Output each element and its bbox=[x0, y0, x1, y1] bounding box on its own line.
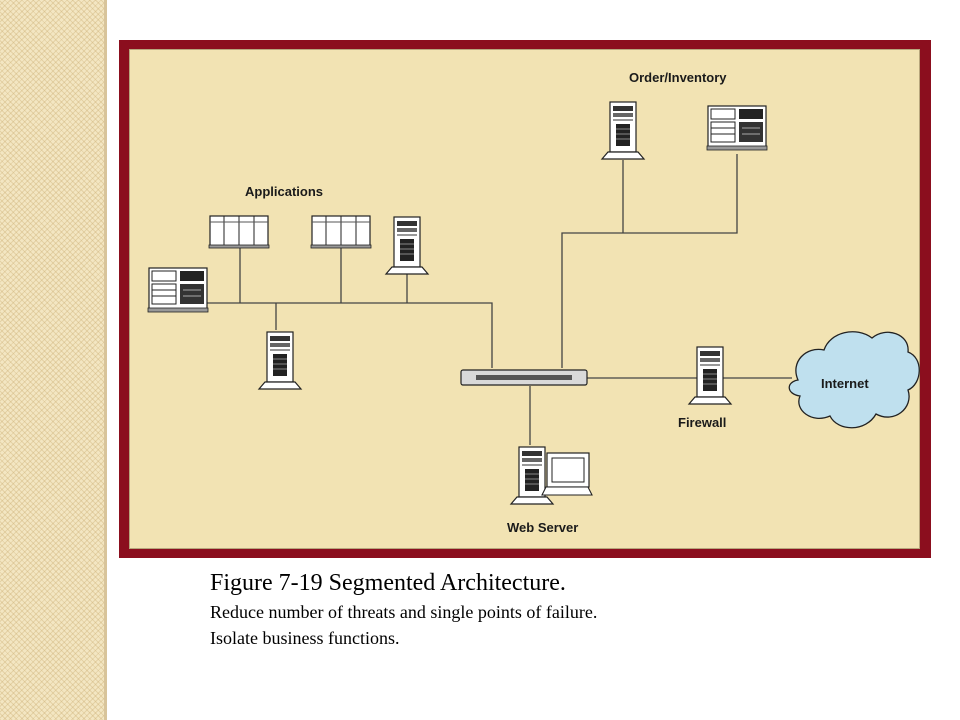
applications-bus-line bbox=[206, 302, 493, 368]
internet-cloud-icon bbox=[788, 331, 920, 429]
firewall-server-icon bbox=[688, 346, 732, 405]
applications-label: Applications bbox=[245, 184, 323, 199]
order-bus-line bbox=[561, 154, 738, 368]
monitor-icon bbox=[541, 452, 593, 496]
figure-caption: Figure 7-19 Segmented Architecture. Redu… bbox=[210, 567, 930, 651]
network-diagram: Applications Order/Inventory Firewall bbox=[129, 49, 920, 549]
caption-line-1: Reduce number of threats and single poin… bbox=[210, 602, 598, 622]
svg-text:Web Server: Web Server bbox=[507, 520, 578, 535]
application-server-icon bbox=[310, 215, 372, 249]
figure-frame: Applications Order/Inventory Firewall bbox=[119, 40, 931, 558]
order-inventory-label: Order/Inventory bbox=[629, 70, 727, 85]
rack-server-icon bbox=[706, 105, 768, 151]
svg-text:Order/Inventory: Order/Inventory bbox=[629, 70, 727, 85]
svg-text:Firewall: Firewall bbox=[678, 415, 726, 430]
caption-line-2: Isolate business functions. bbox=[210, 628, 400, 648]
firewall-label: Firewall bbox=[678, 415, 726, 430]
tower-server-icon bbox=[601, 101, 645, 160]
network-links bbox=[206, 154, 792, 445]
rack-server-icon bbox=[147, 267, 209, 313]
network-switch bbox=[460, 369, 588, 386]
decorative-side-strip bbox=[0, 0, 106, 720]
tower-server-icon bbox=[385, 216, 429, 275]
caption-title: Figure 7-19 Segmented Architecture. bbox=[210, 570, 566, 596]
application-server-icon bbox=[208, 215, 270, 249]
svg-text:Applications: Applications bbox=[245, 184, 323, 199]
tower-server-icon bbox=[258, 331, 302, 390]
web-server-label: Web Server bbox=[507, 520, 578, 535]
svg-text:Internet: Internet bbox=[821, 376, 869, 391]
side-strip-edge bbox=[104, 0, 107, 720]
internet-label: Internet bbox=[821, 376, 869, 391]
